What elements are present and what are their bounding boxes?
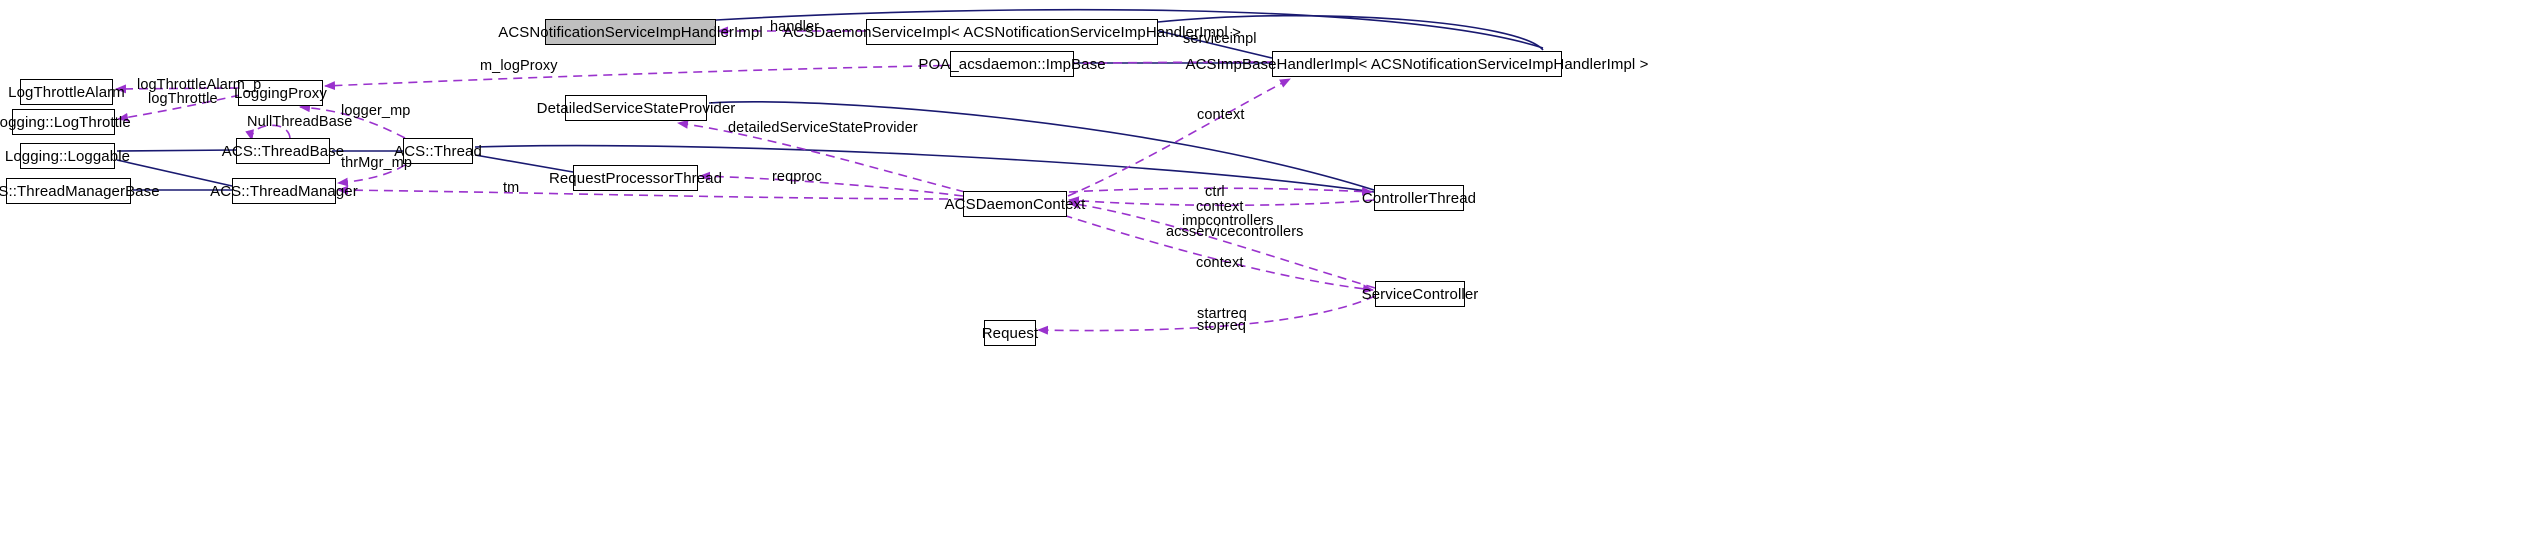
edge-label-handler: handler <box>770 19 820 35</box>
node-label: ACSNotificationServiceImpHandlerImpl <box>498 23 763 41</box>
node-acsdaemoncontext[interactable]: ACSDaemonContext <box>945 191 1085 217</box>
node-label: ACSImpBaseHandlerImpl< ACSNotificationSe… <box>1185 55 1649 73</box>
node-label: ACS::ThreadManager <box>210 182 358 200</box>
edge-label-nullthreadbase: NullThreadBase <box>247 114 353 130</box>
edge-label-impcontrollers: impcontrollers <box>1182 213 1274 229</box>
edge-label-reqproc: reqproc <box>772 169 822 185</box>
node-poa-acsdaemon-impbase[interactable]: POA_acsdaemon::ImpBase <box>918 51 1106 77</box>
node-label: ACSDaemonContext <box>944 195 1086 213</box>
node-logthrottlealarm[interactable]: LogThrottleAlarm <box>8 79 125 105</box>
edge-label-m-logproxy: m_logProxy <box>480 58 558 74</box>
node-acs-threadmanager[interactable]: ACS::ThreadManager <box>210 178 358 204</box>
edge-label-logger-mp: logger_mp <box>341 103 411 119</box>
node-label: LogThrottleAlarm <box>8 83 125 101</box>
edge-label-context-ctrl: context <box>1196 199 1244 215</box>
edge-label-stopreq: stopreq <box>1197 318 1247 334</box>
node-label: ACS::ThreadBase <box>221 142 345 160</box>
node-acs-thread[interactable]: ACS::Thread <box>394 138 482 164</box>
node-label: ServiceController <box>1361 285 1479 303</box>
edge-label-context-top-right: context <box>1197 107 1245 123</box>
node-label: ACS::Thread <box>394 142 482 160</box>
node-request[interactable]: Request <box>981 320 1039 346</box>
node-acs-threadbase[interactable]: ACS::ThreadBase <box>222 138 344 164</box>
edge-label-acsservicecontrollers: acsservicecontrollers <box>1166 224 1304 240</box>
edge-label-logthrottlealarm-p: logThrottleAlarm_p <box>137 77 262 93</box>
node-label: logging::LogThrottle <box>0 113 131 131</box>
node-servicecontroller[interactable]: ServiceController <box>1362 281 1478 307</box>
node-acsdaemonserviceimpl[interactable]: ACSDaemonServiceImpl< ACSNotificationSer… <box>783 19 1241 45</box>
node-logging-logthrottle[interactable]: logging::LogThrottle <box>0 109 131 135</box>
node-label: RequestProcessorThread <box>548 169 723 187</box>
edge-label-detailedservicestateprovider: detailedServiceStateProvider <box>728 120 918 136</box>
node-label: Logging::Loggable <box>4 147 131 165</box>
node-controllerthread[interactable]: ControllerThread <box>1362 185 1476 211</box>
node-acsimpbasehandlerimpl[interactable]: ACSImpBaseHandlerImpl< ACSNotificationSe… <box>1186 51 1648 77</box>
node-label: POA_acsdaemon::ImpBase <box>918 55 1106 73</box>
edge-label-thrmgr-mp: thrMgr_mp <box>341 155 412 171</box>
node-label: ControllerThread <box>1361 189 1477 207</box>
edge-label-tm: tm <box>503 180 520 196</box>
edge-label-logthrottle: logThrottle <box>148 91 218 107</box>
node-loggingproxy[interactable]: LoggingProxy <box>234 80 327 106</box>
node-acsnotificationserviceimphandlerimpl[interactable]: ACSNotificationServiceImpHandlerImpl <box>498 19 763 45</box>
node-logging-loggable[interactable]: Logging::Loggable <box>5 143 130 169</box>
node-detailedservicestateprovider[interactable]: DetailedServiceStateProvider <box>537 95 735 121</box>
edge-label-ctrl: ctrl <box>1205 184 1225 200</box>
node-requestprocessorthread[interactable]: RequestProcessorThread <box>549 165 722 191</box>
edge-label-startreq: startreq <box>1197 306 1247 322</box>
edge-label-serviceimpl: serviceimpl <box>1183 31 1257 47</box>
node-label: DetailedServiceStateProvider <box>536 99 736 117</box>
node-label: Request <box>981 324 1039 342</box>
node-label: ACSDaemonServiceImpl< ACSNotificationSer… <box>783 23 1241 41</box>
node-label: LoggingProxy <box>234 84 327 102</box>
node-acs-threadmanagerbase[interactable]: ACS::ThreadManagerBase <box>0 178 160 204</box>
edge-label-context-service: context <box>1196 255 1244 271</box>
node-label: ACS::ThreadManagerBase <box>0 182 160 200</box>
